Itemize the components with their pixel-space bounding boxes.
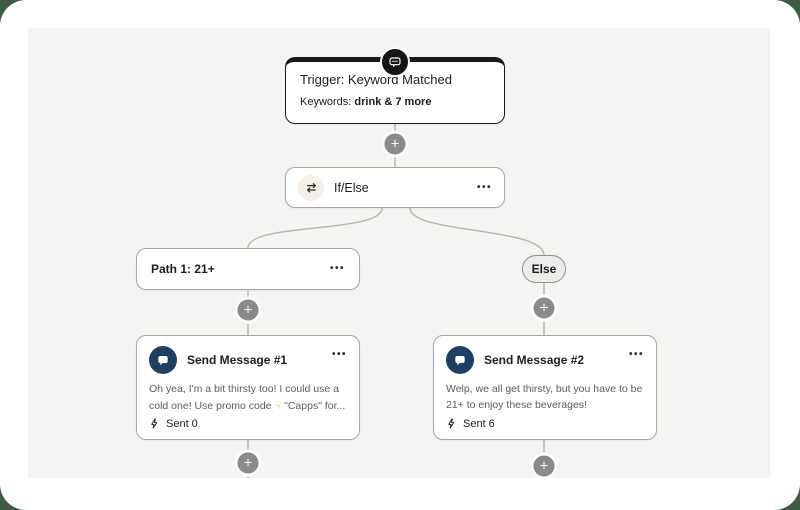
message-preview: Welp, we all get thirsty, but you have t… <box>446 383 643 411</box>
ifelse-label: If/Else <box>334 180 369 195</box>
swap-arrows-icon <box>298 174 324 201</box>
more-options-icon[interactable]: ••• <box>628 349 644 360</box>
add-step-button[interactable]: + <box>530 452 558 480</box>
chat-bubble-icon <box>380 47 410 77</box>
lightning-bolt-icon <box>448 418 455 429</box>
trigger-keywords: Keywords: drink & 7 more <box>300 96 490 108</box>
more-options-icon[interactable]: ••• <box>329 263 345 274</box>
add-step-button[interactable]: + <box>530 294 558 322</box>
message-title: Send Message #2 <box>484 353 585 367</box>
pointing-down-emoji: ☟ <box>274 399 282 412</box>
keywords-value: drink & 7 more <box>354 96 432 108</box>
message-bubble-icon <box>149 346 177 374</box>
send-message-1-node[interactable]: Send Message #1 ••• Oh yea, I'm a bit th… <box>136 335 360 440</box>
keywords-label: Keywords: <box>300 96 352 108</box>
sent-counter: Sent 0 <box>149 417 198 430</box>
sent-counter: Sent 6 <box>446 417 495 430</box>
add-step-button[interactable]: + <box>234 449 262 477</box>
path1-node[interactable]: Path 1: 21+ ••• <box>136 248 360 290</box>
message-preview: Oh yea, I'm a bit thirsty too! I could u… <box>149 383 346 412</box>
lightning-bolt-icon <box>151 418 158 429</box>
add-step-button[interactable]: + <box>234 296 262 324</box>
else-branch-pill[interactable]: Else <box>522 255 566 283</box>
message-bubble-icon <box>446 346 474 374</box>
more-options-icon[interactable]: ••• <box>476 181 492 193</box>
trigger-node[interactable]: Trigger: Keyword Matched Keywords: drink… <box>285 47 505 124</box>
add-step-button[interactable]: + <box>381 130 409 158</box>
path1-label: Path 1: 21+ <box>151 262 215 276</box>
send-message-2-node[interactable]: Send Message #2 ••• Welp, we all get thi… <box>433 335 657 440</box>
flow-canvas[interactable]: Trigger: Keyword Matched Keywords: drink… <box>28 28 770 480</box>
trigger-title: Trigger: Keyword Matched <box>300 72 452 87</box>
ifelse-node[interactable]: If/Else ••• <box>285 167 505 208</box>
more-options-icon[interactable]: ••• <box>331 349 347 360</box>
message-title: Send Message #1 <box>187 353 288 367</box>
